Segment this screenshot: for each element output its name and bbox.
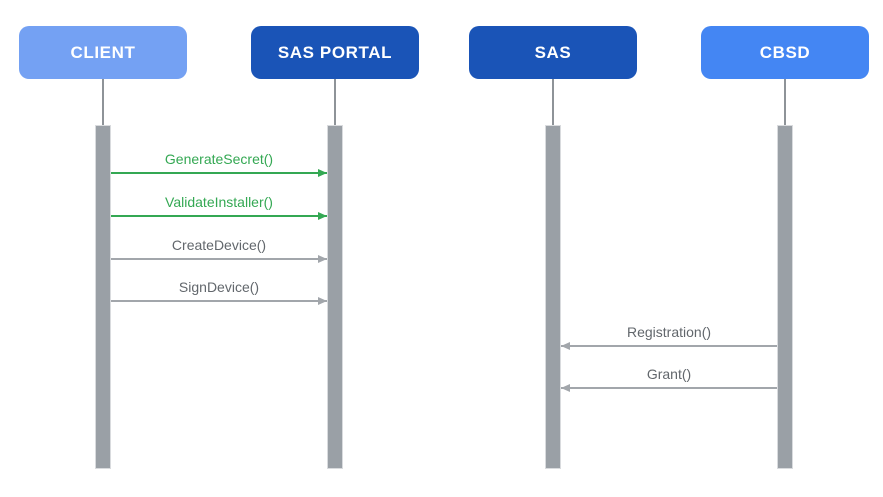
activation-bar-sas-portal bbox=[327, 125, 343, 469]
activation-bar-sas bbox=[545, 125, 561, 469]
actor-box-sas: SAS bbox=[469, 26, 637, 79]
message-validate-installer: ValidateInstaller() bbox=[111, 194, 327, 220]
message-label: Registration() bbox=[626, 324, 712, 340]
message-label: Grant() bbox=[646, 366, 692, 382]
message-label: CreateDevice() bbox=[171, 237, 267, 253]
message-create-device: CreateDevice() bbox=[111, 237, 327, 263]
message-grant: Grant() bbox=[561, 366, 777, 392]
message-arrow bbox=[111, 168, 327, 177]
arrowhead-right-icon bbox=[318, 296, 327, 305]
message-registration: Registration() bbox=[561, 324, 777, 350]
message-generate-secret: GenerateSecret() bbox=[111, 151, 327, 177]
arrowhead-right-icon bbox=[318, 254, 327, 263]
message-label: SignDevice() bbox=[178, 279, 260, 295]
actor-label-sas-portal: SAS PORTAL bbox=[277, 42, 393, 62]
arrowhead-left-icon bbox=[561, 341, 570, 350]
message-label: ValidateInstaller() bbox=[165, 194, 273, 210]
arrowhead-left-icon bbox=[561, 383, 570, 392]
message-arrow bbox=[561, 341, 777, 350]
arrowhead-right-icon bbox=[318, 168, 327, 177]
message-arrow bbox=[111, 296, 327, 305]
actor-box-sas-portal: SAS PORTAL bbox=[251, 26, 419, 79]
message-sign-device: SignDevice() bbox=[111, 279, 327, 305]
actor-label-cbsd: CBSD bbox=[759, 42, 811, 62]
actor-box-client: CLIENT bbox=[19, 26, 187, 79]
lifeline-sas bbox=[552, 79, 554, 125]
actor-label-client: CLIENT bbox=[70, 42, 136, 62]
lifeline-client bbox=[102, 79, 104, 125]
message-arrow bbox=[561, 383, 777, 392]
message-arrow bbox=[111, 254, 327, 263]
actor-label-sas: SAS bbox=[534, 42, 572, 62]
activation-bar-cbsd bbox=[777, 125, 793, 469]
lifeline-cbsd bbox=[784, 79, 786, 125]
lifeline-sas-portal bbox=[334, 79, 336, 125]
message-arrow bbox=[111, 211, 327, 220]
message-label: GenerateSecret() bbox=[164, 151, 274, 167]
actor-box-cbsd: CBSD bbox=[701, 26, 869, 79]
arrowhead-right-icon bbox=[318, 211, 327, 220]
activation-bar-client bbox=[95, 125, 111, 469]
